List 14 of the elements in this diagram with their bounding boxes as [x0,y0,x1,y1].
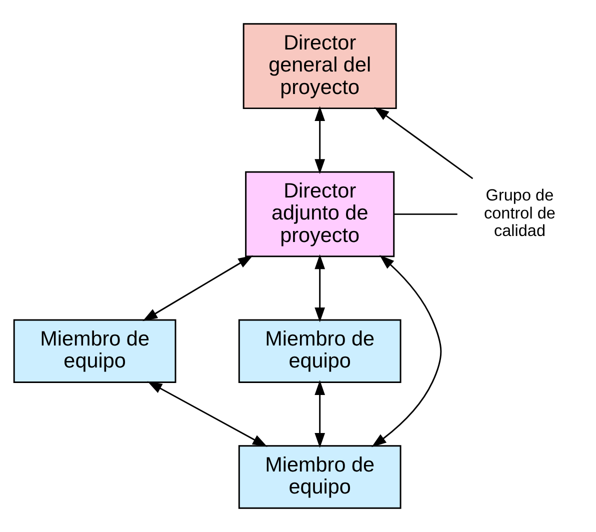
arrow [372,255,442,448]
arrow [374,107,474,180]
node-box: Director adjunto de proyecto [245,171,395,258]
arrow [314,380,326,448]
node-text: Grupo de control de calidad [484,186,556,240]
connector [394,213,458,215]
arrow [147,381,268,447]
node-box: Miembro de equipo [238,319,402,383]
node-box: Miembro de equipo [238,445,402,509]
arrow [142,255,254,322]
arrow [314,106,326,174]
node-box: Miembro de equipo [13,319,176,383]
arrow [314,254,326,322]
node-box: Director general del proyecto [242,23,397,110]
